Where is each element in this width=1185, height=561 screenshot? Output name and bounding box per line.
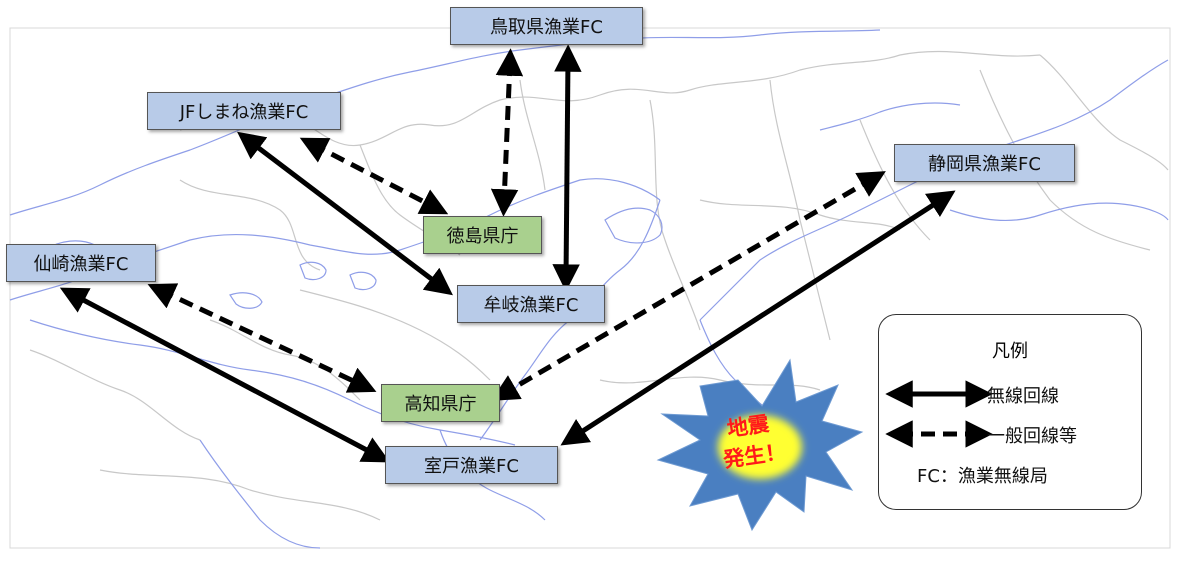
node-mugi-fc: 牟岐漁業FC bbox=[457, 285, 605, 323]
node-tottori-fc: 鳥取県漁業FC bbox=[450, 7, 643, 45]
node-muroto-fc: 室戸漁業FC bbox=[385, 446, 558, 484]
earthquake-burst: 地震 発生！ bbox=[656, 358, 864, 532]
legend-symbols bbox=[885, 380, 993, 448]
link-tottori-mugi bbox=[552, 44, 582, 292]
legend-wireless-label: 無線回線 bbox=[987, 386, 1059, 407]
link-sensaki-kochi bbox=[147, 283, 377, 393]
earthquake-label-line1: 地震 bbox=[726, 412, 772, 442]
legend-note: FC：漁業無線局 bbox=[917, 466, 1048, 487]
node-shimane-fc: JFしまね漁業FC bbox=[147, 92, 341, 130]
link-shimane-tokushima bbox=[299, 137, 449, 215]
node-kochi-pref: 高知県庁 bbox=[381, 384, 500, 422]
node-sensaki-fc: 仙崎漁業FC bbox=[6, 244, 156, 282]
legend-general-label: 一般回線等 bbox=[987, 426, 1077, 447]
node-tokushima-pref: 徳島県庁 bbox=[423, 216, 542, 254]
node-shizuoka-fc: 静岡県漁業FC bbox=[894, 144, 1075, 182]
legend: 凡例 無線回線 一般回線等 FC：漁業無線局 bbox=[878, 314, 1142, 510]
legend-title: 凡例 bbox=[992, 341, 1028, 362]
general-links bbox=[147, 48, 886, 401]
link-shizuoka-kochi bbox=[491, 171, 886, 401]
